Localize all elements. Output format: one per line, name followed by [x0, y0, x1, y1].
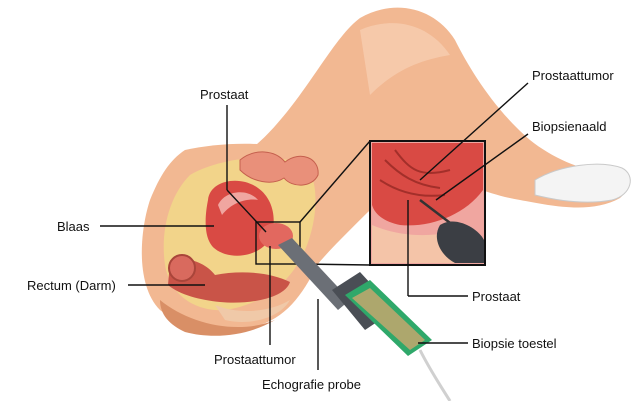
rectum-loop	[169, 255, 195, 281]
label-rectum: Rectum (Darm)	[27, 278, 116, 293]
label-biopsie-toestel: Biopsie toestel	[472, 336, 557, 351]
label-blaas: Blaas	[57, 219, 90, 234]
label-echografie-probe: Echografie probe	[262, 377, 361, 392]
device-cable	[420, 350, 450, 401]
label-prostaattumor-bottom: Prostaattumor	[214, 352, 296, 367]
label-prostaattumor-top: Prostaattumor	[532, 68, 614, 83]
label-prostaat-right: Prostaat	[472, 289, 521, 304]
label-biopsienaald: Biopsienaald	[532, 119, 606, 134]
zoom-inset	[370, 141, 485, 265]
label-prostaat-top: Prostaat	[200, 87, 249, 102]
